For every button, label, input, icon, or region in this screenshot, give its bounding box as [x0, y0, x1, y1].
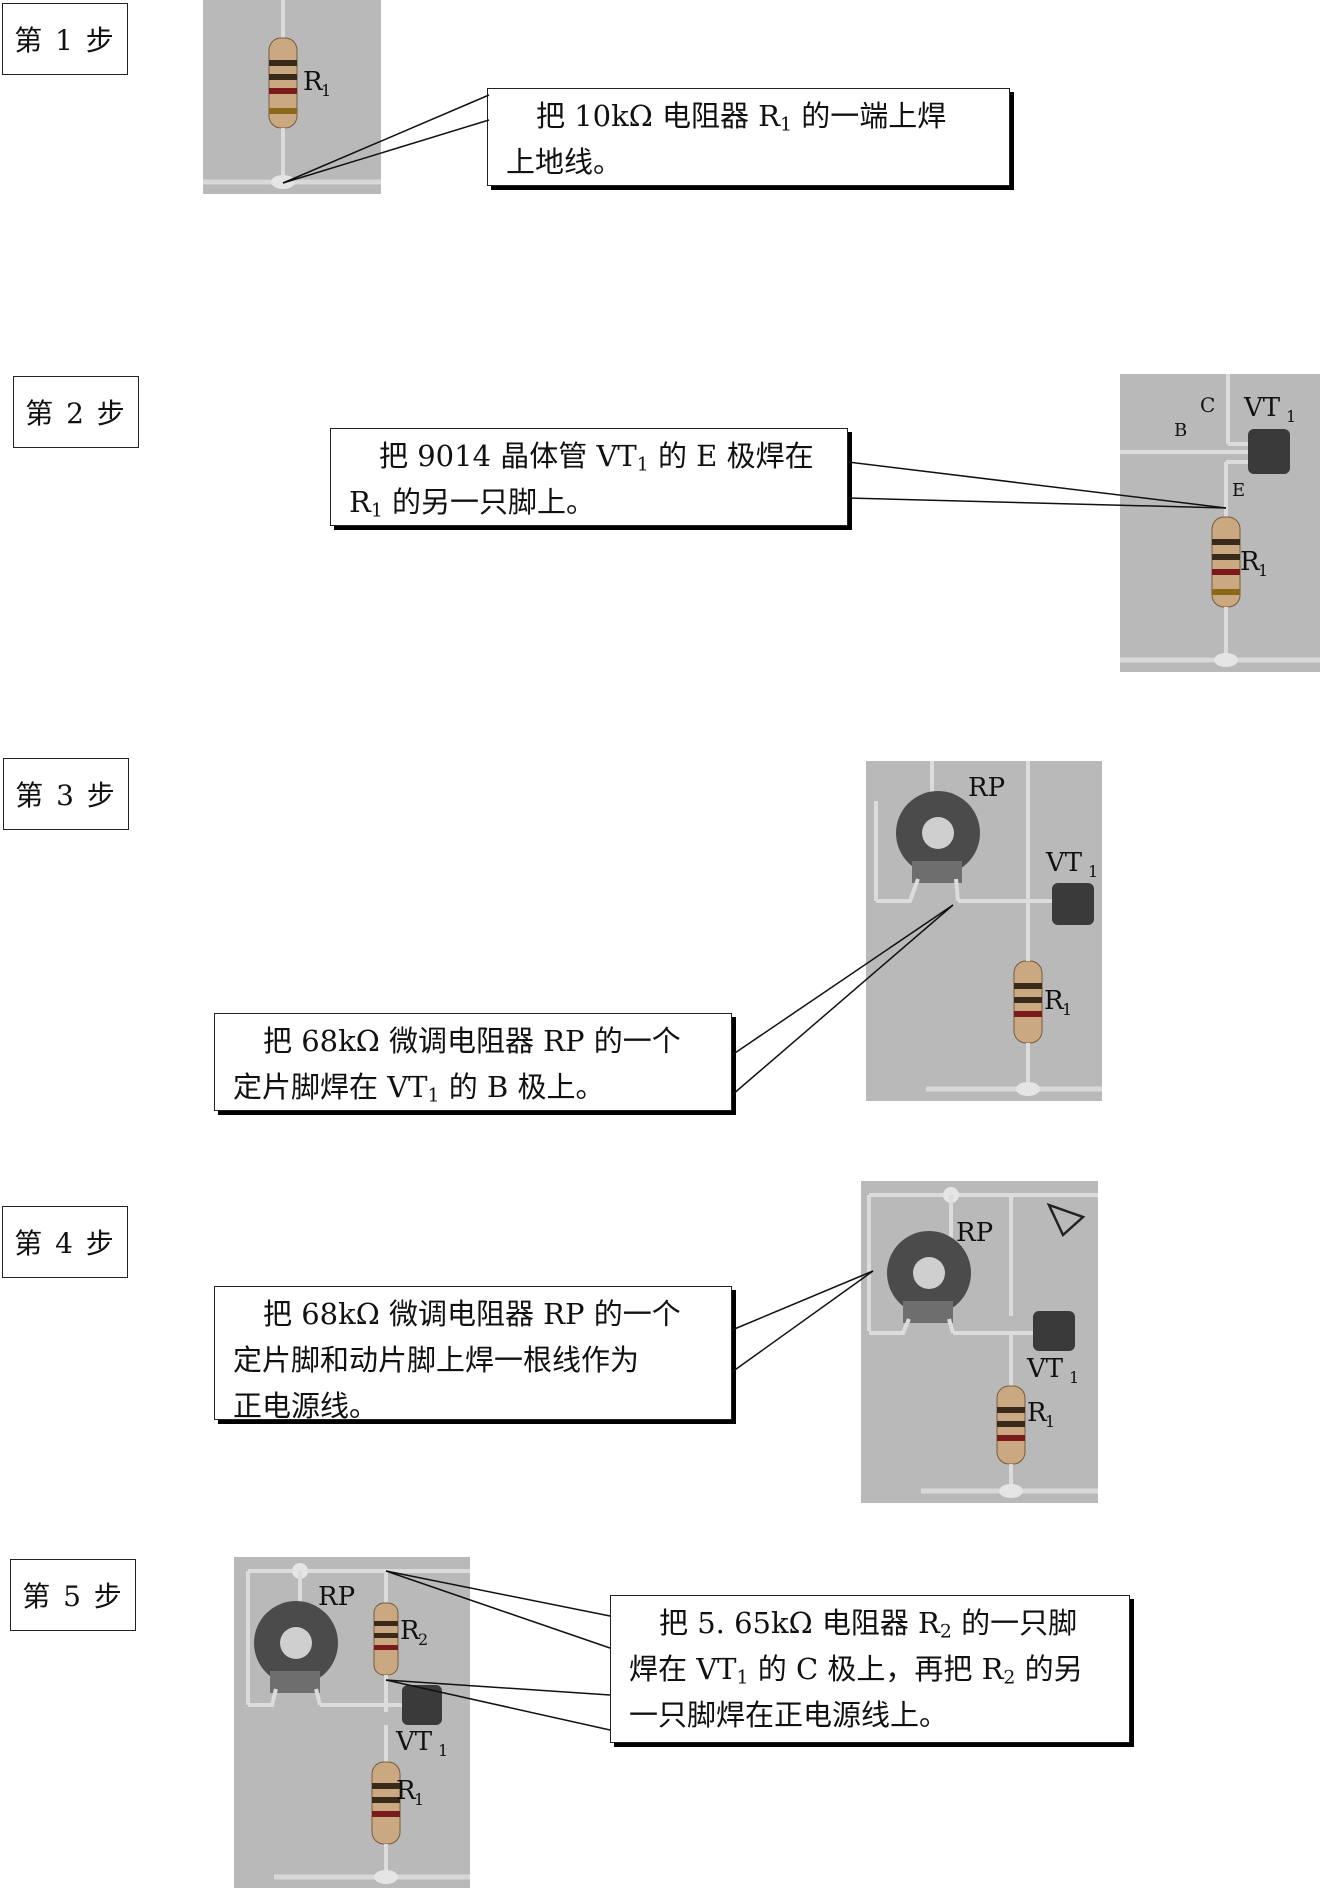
photo-label-rp: RP: [318, 1582, 355, 1612]
photo-label-vt1: VT: [1045, 848, 1083, 878]
photo-label-r1-sub: 1: [414, 1790, 424, 1809]
step-4-leader-line: [731, 1270, 874, 1331]
step-4-photo: RP VT 1 R 1: [861, 1181, 1098, 1503]
step-5-callout: 把 5. 65kΩ 电阻器 R2 的一只脚焊在 VT1 的 C 极上，再把 R2…: [610, 1595, 1130, 1743]
step-1-callout: 把 10kΩ 电阻器 R1 的一端上焊上地线。: [487, 88, 1010, 186]
step-3-circuit-image: RP VT 1 R 1: [874, 761, 1102, 1096]
photo-label-c: C: [1200, 393, 1215, 417]
step-4-leader-line: [731, 1270, 874, 1373]
step-2-circuit-image: C B E VT 1 R 1: [1120, 374, 1320, 667]
photo-label-vt1-sub: 1: [1069, 1368, 1079, 1387]
step-3-instruction: 把 68kΩ 微调电阻器 RP 的一个定片脚焊在 VT1 的 B 极上。: [233, 1024, 681, 1107]
step-3-label: 第 3 步: [3, 758, 129, 830]
step-4-instruction: 把 68kΩ 微调电阻器 RP 的一个定片脚和动片脚上焊一根线作为正电源线。: [233, 1297, 681, 1423]
step-4-label: 第 4 步: [2, 1206, 128, 1278]
photo-label-r1-sub: 1: [1045, 1412, 1055, 1431]
photo-label-vt1-sub: 1: [1088, 862, 1098, 881]
photo-label-vt1-sub: 1: [1286, 407, 1296, 426]
photo-label-b: B: [1174, 420, 1187, 441]
step-5-photo: RP R 2 VT 1 R 1: [234, 1557, 470, 1888]
step-2-photo: C B E VT 1 R 1: [1120, 374, 1320, 672]
photo-label-rp: RP: [968, 773, 1005, 803]
step-1-instruction: 把 10kΩ 电阻器 R1 的一端上焊上地线。: [506, 99, 947, 179]
photo-label-vt1: VT: [395, 1727, 433, 1757]
photo-label-vt1: VT: [1026, 1354, 1064, 1384]
step-1-photo: R 1: [203, 0, 381, 194]
photo-label-vt1-sub: 1: [438, 1741, 448, 1760]
step-1-circuit-image: R 1: [203, 0, 381, 189]
photo-label-r1: R: [1240, 547, 1261, 577]
photo-label-r1: R: [1027, 1398, 1048, 1428]
step-4-circuit-image: RP VT 1 R 1: [867, 1187, 1098, 1498]
photo-label-r1-sub: 1: [1258, 561, 1268, 580]
step-4-callout: 把 68kΩ 微调电阻器 RP 的一个定片脚和动片脚上焊一根线作为正电源线。: [214, 1286, 732, 1423]
step-5-instruction: 把 5. 65kΩ 电阻器 R2 的一只脚焊在 VT1 的 C 极上，再把 R2…: [629, 1606, 1083, 1732]
photo-label-r2-sub: 2: [418, 1630, 428, 1649]
power-arrow-icon: [1046, 1202, 1086, 1238]
photo-label-vt1: VT: [1243, 393, 1281, 423]
photo-label-r1: R: [303, 67, 324, 97]
step-5-circuit-image: RP R 2 VT 1 R 1: [246, 1563, 470, 1884]
photo-label-rp: RP: [956, 1218, 993, 1248]
step-2-label: 第 2 步: [13, 376, 139, 448]
photo-label-r1: R: [396, 1776, 417, 1806]
step-3-photo: RP VT 1 R 1: [866, 761, 1102, 1101]
photo-label-e: E: [1232, 480, 1245, 501]
step-5-label: 第 5 步: [10, 1559, 136, 1631]
photo-label-r1: R: [1044, 986, 1065, 1016]
step-1-label: 第 1 步: [2, 3, 128, 75]
step-3-callout: 把 68kΩ 微调电阻器 RP 的一个定片脚焊在 VT1 的 B 极上。: [214, 1013, 732, 1111]
photo-label-r1-sub: 1: [1062, 1000, 1072, 1019]
photo-label-r1-sub: 1: [321, 81, 331, 100]
